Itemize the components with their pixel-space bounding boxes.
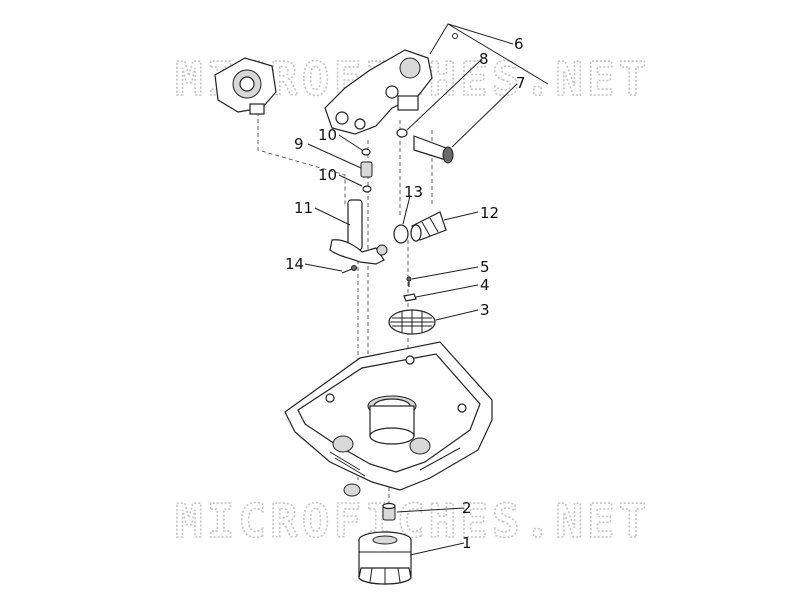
seal-10-lower [362, 185, 372, 193]
screw-14 [341, 265, 357, 274]
callout-10-upper: 10 [318, 126, 337, 144]
seal-10-upper [361, 148, 371, 156]
callout-3: 3 [480, 301, 490, 319]
oil-filter-fitting [382, 502, 396, 521]
o-ring-8 [396, 128, 408, 138]
callout-13: 13 [404, 183, 423, 201]
callout-4: 4 [480, 276, 490, 294]
oil-screen-3 [388, 309, 436, 335]
oil-pump-body [324, 49, 433, 135]
bushing-9 [360, 161, 373, 178]
callout-12: 12 [480, 204, 499, 222]
oil-filter [358, 531, 412, 585]
oil-pickup-tube [329, 199, 388, 265]
callout-7: 7 [516, 74, 526, 92]
pressure-relief-valve [413, 135, 454, 164]
assembly-dot [452, 33, 458, 39]
callout-9: 9 [294, 135, 304, 153]
oil-strainer [410, 211, 447, 242]
leader-lines [304, 23, 549, 556]
callout-11: 11 [294, 199, 313, 217]
o-ring-13 [393, 224, 409, 244]
callout-10-lower: 10 [318, 166, 337, 184]
oil-sump-pan [284, 341, 493, 497]
callout-2: 2 [462, 499, 472, 517]
screw-5 [406, 276, 412, 287]
callout-8: 8 [479, 50, 489, 68]
callout-numbers: 1 2 3 4 5 6 7 8 9 10 10 11 12 13 14 [285, 35, 526, 552]
callout-1: 1 [462, 534, 472, 552]
callout-5: 5 [480, 258, 490, 276]
callout-6: 6 [514, 35, 524, 53]
watermark-bottom: MICROFICHES.NET [175, 494, 650, 548]
callout-14: 14 [285, 255, 304, 273]
retainer-plate-4 [403, 293, 417, 302]
oil-pump-gear-housing [214, 57, 277, 115]
